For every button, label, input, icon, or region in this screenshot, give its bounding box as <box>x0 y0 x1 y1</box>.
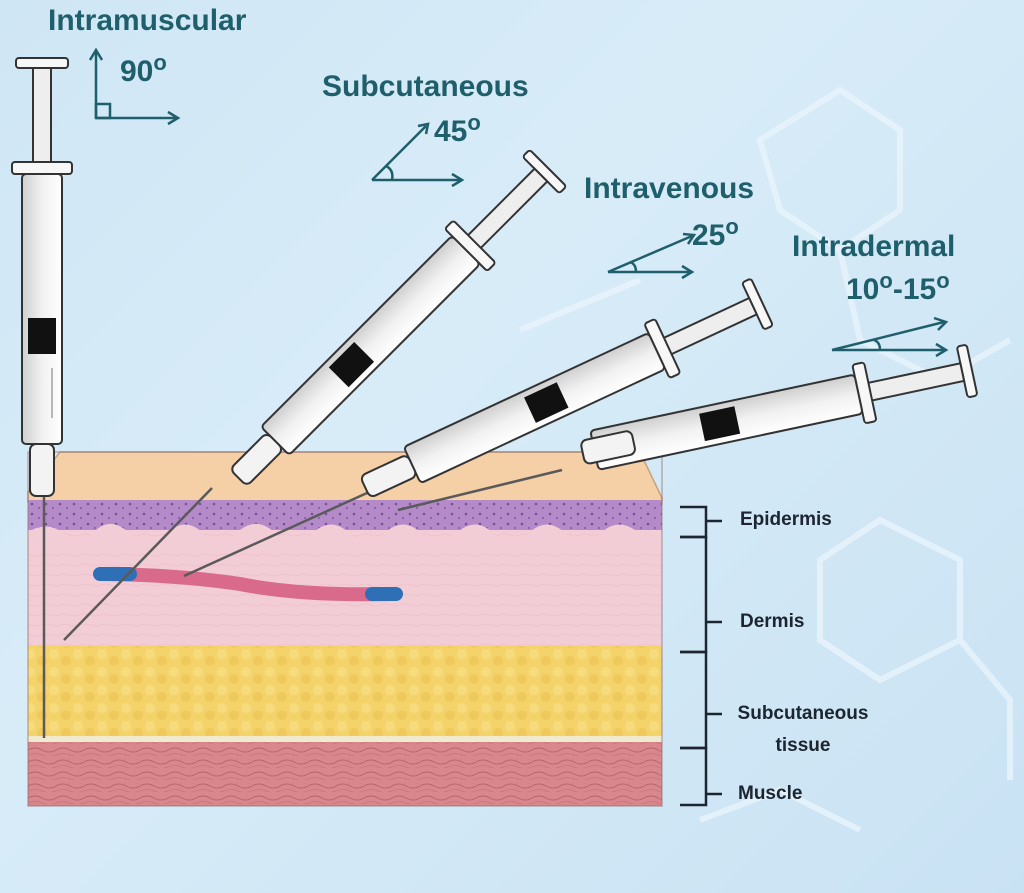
subcutaneous-angle: 45o <box>434 110 481 149</box>
angle-90-icon <box>88 47 181 126</box>
subcutaneous-syringe <box>231 149 567 485</box>
dermal-papillae <box>28 523 662 550</box>
intramuscular-angle: 90o <box>120 50 167 89</box>
skin-top-surface <box>27 451 663 503</box>
needles <box>42 468 563 738</box>
dermis-label: Dermis <box>740 611 805 632</box>
degree-symbol: o <box>879 268 893 293</box>
intravenous-angle: 25o <box>692 214 739 253</box>
intramuscular-label: Intramuscular <box>48 4 247 37</box>
muscle-layer <box>28 742 662 806</box>
degree-symbol: o <box>153 50 167 75</box>
intramuscular-angle-value: 90 <box>120 55 154 88</box>
degree-symbol: o <box>467 110 481 135</box>
intradermal-angle: 10o-15o <box>846 268 950 307</box>
intradermal-angle-low: 10 <box>846 273 880 306</box>
intravenous-label: Intravenous <box>584 172 755 205</box>
angle-45-icon <box>371 122 465 188</box>
background-molecule-lines <box>518 86 1013 833</box>
muscle-label: Muscle <box>738 783 803 804</box>
blood-vessel <box>97 567 397 602</box>
subcutaneous-tissue-line1: Subcutaneous <box>737 703 869 724</box>
subcutaneous-angle-value: 45 <box>434 115 468 148</box>
intramuscular-syringe <box>11 57 73 497</box>
subcutaneous-label: Subcutaneous <box>322 70 529 103</box>
angle-10-15-icon <box>831 316 949 358</box>
degree-symbol: o <box>725 214 739 239</box>
intradermal-label: Intradermal <box>792 230 956 263</box>
intradermal-angle-high: 15 <box>902 273 937 306</box>
subcutaneous-layer <box>28 646 662 738</box>
intradermal-syringe <box>580 344 978 471</box>
degree-symbol: o <box>936 268 950 293</box>
subcutaneous-tissue-label: Subcutaneous tissue <box>736 698 870 762</box>
intravenous-syringe <box>360 278 774 498</box>
epidermis-label: Epidermis <box>740 509 832 530</box>
angle-25-icon <box>607 232 697 280</box>
layer-brackets <box>680 505 722 807</box>
intradermal-angle-sep: - <box>892 273 903 306</box>
intravenous-angle-value: 25 <box>692 219 726 252</box>
subcutaneous-tissue-line2: tissue <box>775 735 831 756</box>
skin-block <box>27 451 663 807</box>
